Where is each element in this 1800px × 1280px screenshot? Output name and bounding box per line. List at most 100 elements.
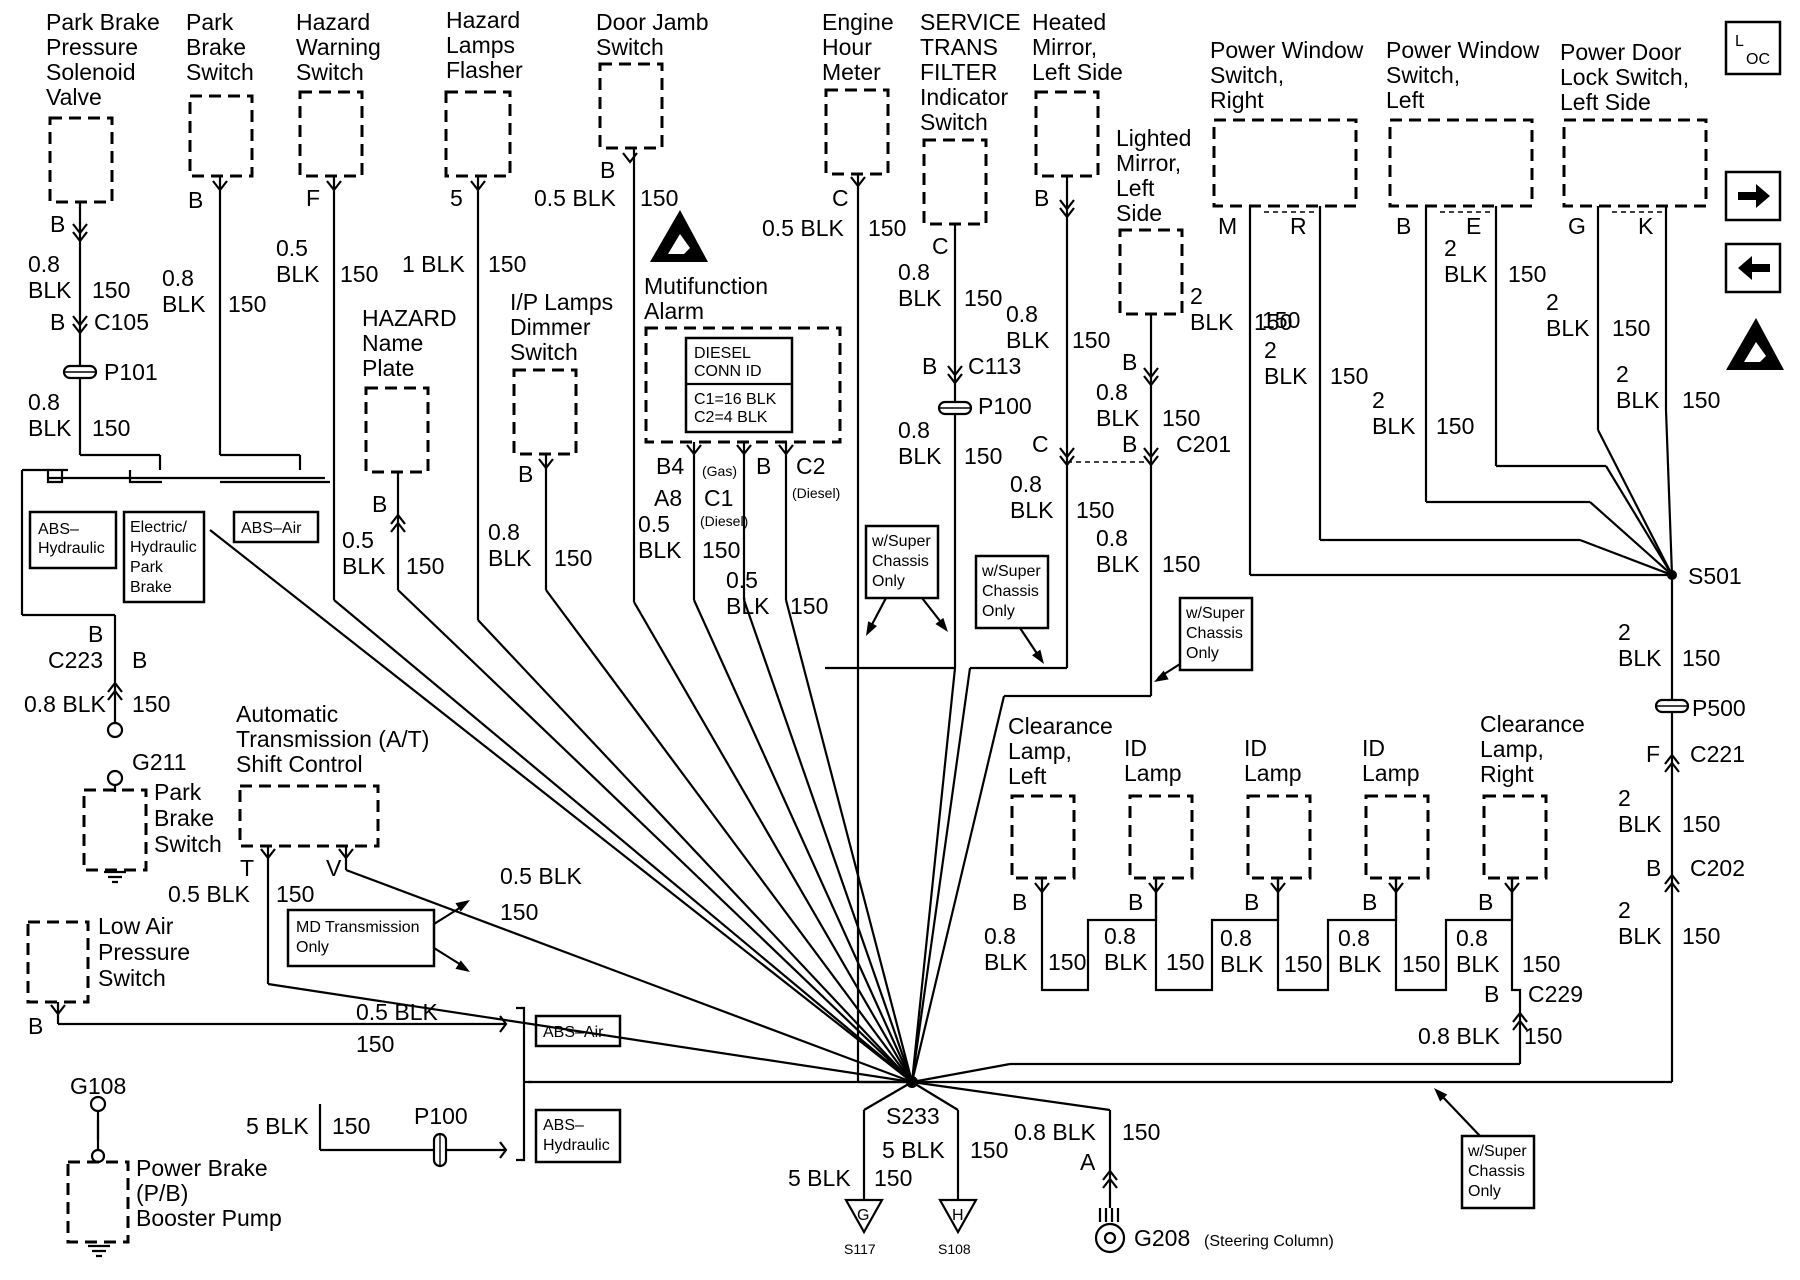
svg-text:K: K (1638, 213, 1654, 239)
esd-warning-icon (650, 210, 708, 262)
svg-text:0.5 BLK: 0.5 BLK (534, 185, 616, 211)
svg-text:0.8: 0.8 (162, 265, 194, 291)
svg-text:5: 5 (450, 185, 463, 211)
svg-text:BLK: BLK (28, 277, 72, 303)
svg-text:BLK: BLK (276, 261, 320, 287)
svg-text:0.5: 0.5 (726, 567, 758, 593)
svg-text:B: B (188, 187, 203, 213)
svg-text:2: 2 (1618, 897, 1631, 923)
svg-text:0.8: 0.8 (1006, 301, 1038, 327)
g108-ground: G108 (70, 1073, 126, 1164)
svg-text:C113: C113 (968, 353, 1021, 379)
svg-text:150: 150 (1254, 309, 1292, 335)
s108-reference: H S108 (938, 1198, 978, 1257)
svg-text:0.8: 0.8 (1096, 525, 1128, 551)
svg-text:C1: C1 (704, 485, 733, 511)
svg-text:G: G (857, 1207, 869, 1224)
svg-text:B: B (88, 621, 103, 647)
svg-text:0.8: 0.8 (898, 259, 930, 285)
svg-text:B4: B4 (656, 453, 684, 479)
svg-text:B: B (372, 491, 387, 517)
svg-text:G208: G208 (1134, 1225, 1190, 1251)
left-arrow-icon[interactable] (1724, 242, 1782, 294)
svg-text:B: B (1244, 889, 1259, 915)
svg-text:BLK: BLK (162, 291, 206, 317)
svg-text:0.5: 0.5 (638, 511, 670, 537)
svg-text:L: L (1735, 33, 1744, 50)
svg-text:0.8: 0.8 (28, 389, 60, 415)
svg-text:B: B (1396, 213, 1411, 239)
svg-text:BLK: BLK (1220, 951, 1264, 977)
callout-arrows (861, 597, 1481, 1137)
svg-text:0.8: 0.8 (984, 923, 1016, 949)
svg-text:BLK: BLK (1010, 497, 1054, 523)
svg-text:B: B (1646, 855, 1661, 881)
svg-text:BLK: BLK (726, 593, 770, 619)
svg-text:2: 2 (1264, 337, 1277, 363)
svg-text:F: F (1646, 741, 1660, 767)
svg-text:150: 150 (554, 545, 592, 571)
svg-text:150: 150 (702, 537, 740, 563)
svg-text:150: 150 (1682, 645, 1720, 671)
svg-text:B: B (50, 309, 65, 335)
svg-text:2: 2 (1616, 361, 1629, 387)
svg-text:BLK: BLK (898, 285, 942, 311)
svg-text:0.5: 0.5 (276, 235, 308, 261)
power-brake-booster-pump: Power Brake(P/B)Booster Pump (66, 1155, 282, 1258)
svg-text:150: 150 (1122, 1119, 1160, 1145)
location-icon[interactable]: L OC (1724, 20, 1782, 76)
svg-text:BLK: BLK (638, 537, 682, 563)
svg-text:0.8: 0.8 (1338, 925, 1370, 951)
svg-text:BLK: BLK (1616, 387, 1660, 413)
svg-text:150: 150 (92, 415, 130, 441)
svg-text:BLK: BLK (488, 545, 532, 571)
svg-text:BLK: BLK (1618, 645, 1662, 671)
svg-text:150: 150 (332, 1113, 370, 1139)
svg-text:T: T (240, 855, 254, 881)
svg-text:E: E (1466, 213, 1481, 239)
svg-text:0.8: 0.8 (1456, 925, 1488, 951)
svg-text:C221: C221 (1690, 741, 1745, 767)
svg-text:B: B (1478, 889, 1493, 915)
wires-center-right (825, 176, 1160, 698)
svg-text:S117: S117 (844, 1241, 876, 1257)
right-arrow-icon[interactable] (1724, 170, 1782, 222)
svg-text:OC: OC (1746, 51, 1770, 68)
abs-air-box: ABS–Air (232, 510, 320, 544)
svg-text:150: 150 (964, 285, 1002, 311)
svg-text:BLK: BLK (1456, 951, 1500, 977)
svg-text:ABS–Hydraulic: ABS–Hydraulic (543, 1117, 610, 1154)
svg-text:BLK: BLK (1096, 551, 1140, 577)
s117-reference: G S117 (844, 1198, 884, 1257)
wires-lower-left (49, 529, 913, 1168)
svg-text:150: 150 (1166, 949, 1204, 975)
esd-warning-icon (1726, 318, 1784, 370)
svg-text:1 BLK: 1 BLK (402, 251, 465, 277)
wires-fan-to-s233 (325, 148, 1672, 1208)
svg-text:150: 150 (1162, 405, 1200, 431)
svg-text:0.8: 0.8 (28, 251, 60, 277)
svg-text:B: B (518, 461, 533, 487)
